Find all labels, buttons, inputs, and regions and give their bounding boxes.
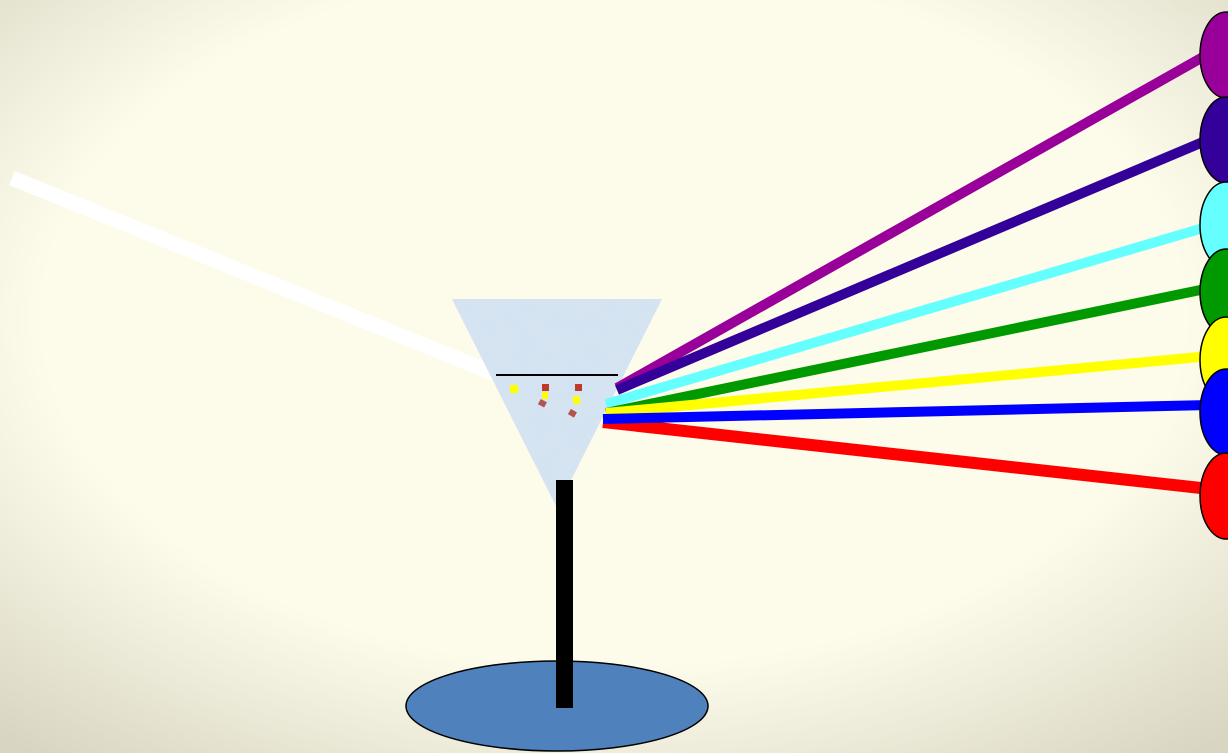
sparkle bbox=[542, 392, 548, 399]
sparkle bbox=[509, 384, 518, 393]
sparkle bbox=[572, 395, 580, 404]
stand-stem bbox=[556, 480, 573, 708]
sparkle bbox=[542, 384, 549, 391]
sparkle bbox=[575, 384, 582, 391]
